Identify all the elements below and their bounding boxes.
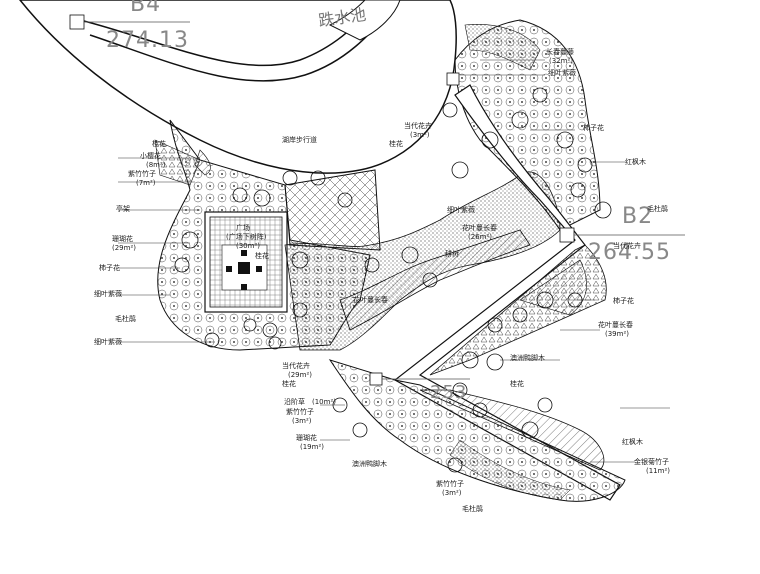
label-maoju-left: 毛杜鹃 bbox=[115, 315, 136, 323]
label-zhuhua-right: 桂花 bbox=[510, 380, 524, 388]
marker-b2-value: 264.55 bbox=[588, 240, 671, 265]
label-hongfengmu-right: 红枫木 bbox=[622, 438, 643, 446]
label-huaye-area: (26m²) bbox=[468, 233, 492, 241]
label-shuanghua: 柿子花 bbox=[583, 124, 604, 132]
label-dangdai-mid-area: (29m²) bbox=[288, 371, 312, 379]
label-plaza: 广场 bbox=[236, 224, 250, 232]
label-xiye-ziwei-mid: 细叶紫薇 bbox=[447, 206, 475, 214]
trees bbox=[174, 87, 612, 473]
label-shuanghua-right: 柿子花 bbox=[613, 297, 634, 305]
label-jinyu: 金银菊竹子 bbox=[634, 458, 669, 466]
label-nanzhong-area: (10m²) bbox=[312, 398, 336, 406]
label-jinyu-area: (11m²) bbox=[646, 467, 670, 475]
label-nanzhong: 沿阶草 bbox=[284, 398, 305, 406]
paving-grid bbox=[284, 169, 381, 251]
label-xiaoyinghua: 小樱花 bbox=[140, 152, 161, 160]
label-xiye-ziwei-left: 细叶紫薇 bbox=[94, 290, 122, 298]
label-zizhu-mid: 紫竹竹子 bbox=[286, 408, 314, 416]
label-huaye-right: 花叶蔓长春 bbox=[598, 321, 633, 329]
label-aozhou-right: 澳洲鸭脚木 bbox=[510, 354, 545, 362]
label-plaza-area: (30m²) bbox=[236, 242, 260, 250]
label-dangdai-right: 当代花卉 bbox=[613, 242, 641, 250]
marker-b3-value: 253 bbox=[430, 382, 468, 403]
label-zhuhua-mid: 桂花 bbox=[282, 380, 296, 388]
label-huaye-bottom: 花叶蔓长春 bbox=[462, 224, 497, 232]
label-shandan-mid: 珊瑚花 bbox=[296, 434, 317, 442]
marker-b4-value: 274.13 bbox=[106, 28, 189, 53]
label-aozhou-left: 澳洲鸭脚木 bbox=[352, 460, 387, 468]
label-hongfengmu-top: 红枫木 bbox=[625, 158, 646, 166]
lake-outline bbox=[19, 0, 457, 174]
marker-b4-name: B4 bbox=[130, 0, 162, 17]
label-zhuhua-left: 桂花 bbox=[152, 140, 166, 148]
label-shandanhua-area: (29m²) bbox=[112, 244, 136, 252]
label-xiaoyinghua-area: (8m²) bbox=[146, 161, 166, 169]
label-dangdai-top-area: (3m²) bbox=[410, 131, 430, 139]
label-xiye-ziwei-top: 细叶紫薇 bbox=[548, 69, 576, 77]
label-changchun-area: (32m²) bbox=[549, 57, 573, 65]
label-changchun: 长春蔓藤 bbox=[546, 48, 574, 56]
label-lake-walk: 湖岸步行道 bbox=[282, 136, 317, 144]
label-dangdai-top: 当代花卉 bbox=[404, 122, 432, 130]
label-shuanghua-left: 柿子花 bbox=[99, 264, 120, 272]
marker-b2-name: B2 bbox=[622, 204, 654, 229]
label-shandan-mid-area: (19m²) bbox=[300, 443, 324, 451]
label-zhuhua-plaza: 桂花 bbox=[255, 252, 269, 260]
label-zizhu-mid-area: (3m²) bbox=[292, 417, 312, 425]
label-maoju-right: 毛杜鹃 bbox=[647, 205, 668, 213]
label-tingzi: 亭架 bbox=[116, 205, 130, 213]
label-dangdai-mid: 当代花卉 bbox=[282, 362, 310, 370]
label-shandanhua: 珊瑚花 bbox=[112, 235, 133, 243]
label-zizhu-low-area: (3m²) bbox=[442, 489, 462, 497]
label-plaza-sub: (广场下树阵) bbox=[226, 233, 267, 241]
label-xiye-ziwei-bottom-left: 细叶紫薇 bbox=[94, 338, 122, 346]
label-zizhu-top: 紫竹竹子 bbox=[128, 170, 156, 178]
label-maoju-low: 毛杜鹃 bbox=[462, 505, 483, 513]
label-huaye-right-area: (39m²) bbox=[605, 330, 629, 338]
label-gengshu: 耕树 bbox=[445, 250, 459, 258]
label-zhuhua-top: 桂花 bbox=[389, 140, 403, 148]
label-zizhu-top-area: (7m²) bbox=[136, 179, 156, 187]
label-zizhu-low: 紫竹竹子 bbox=[436, 480, 464, 488]
label-huaye-mid: 花叶蔓长春 bbox=[353, 296, 388, 304]
